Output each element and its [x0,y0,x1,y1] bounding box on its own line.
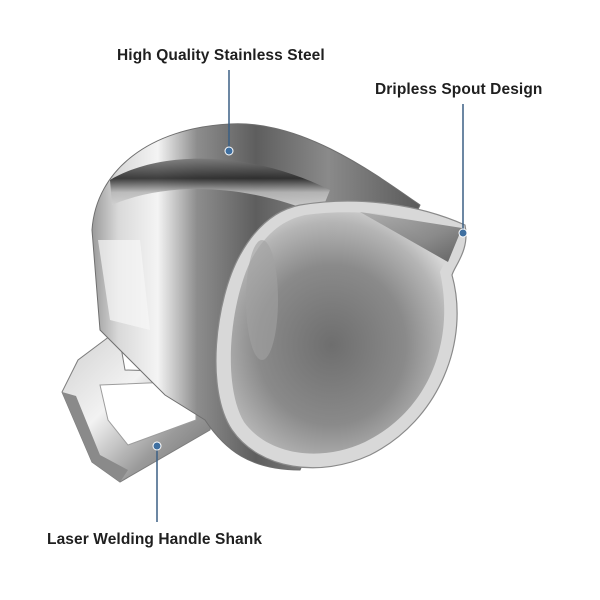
callout-handle-dot [152,441,162,451]
callout-spout-dot [458,228,468,238]
callout-steel [224,70,234,156]
callout-label-handle-shank: Laser Welding Handle Shank [47,531,263,548]
pitcher-opening [215,200,467,469]
callout-label-dripless-spout: Dripless Spout Design [375,81,543,98]
callout-label-stainless-steel: High Quality Stainless Steel [117,47,325,64]
callout-handle [152,441,162,522]
callout-spout [458,104,468,238]
callout-steel-dot [224,146,234,156]
